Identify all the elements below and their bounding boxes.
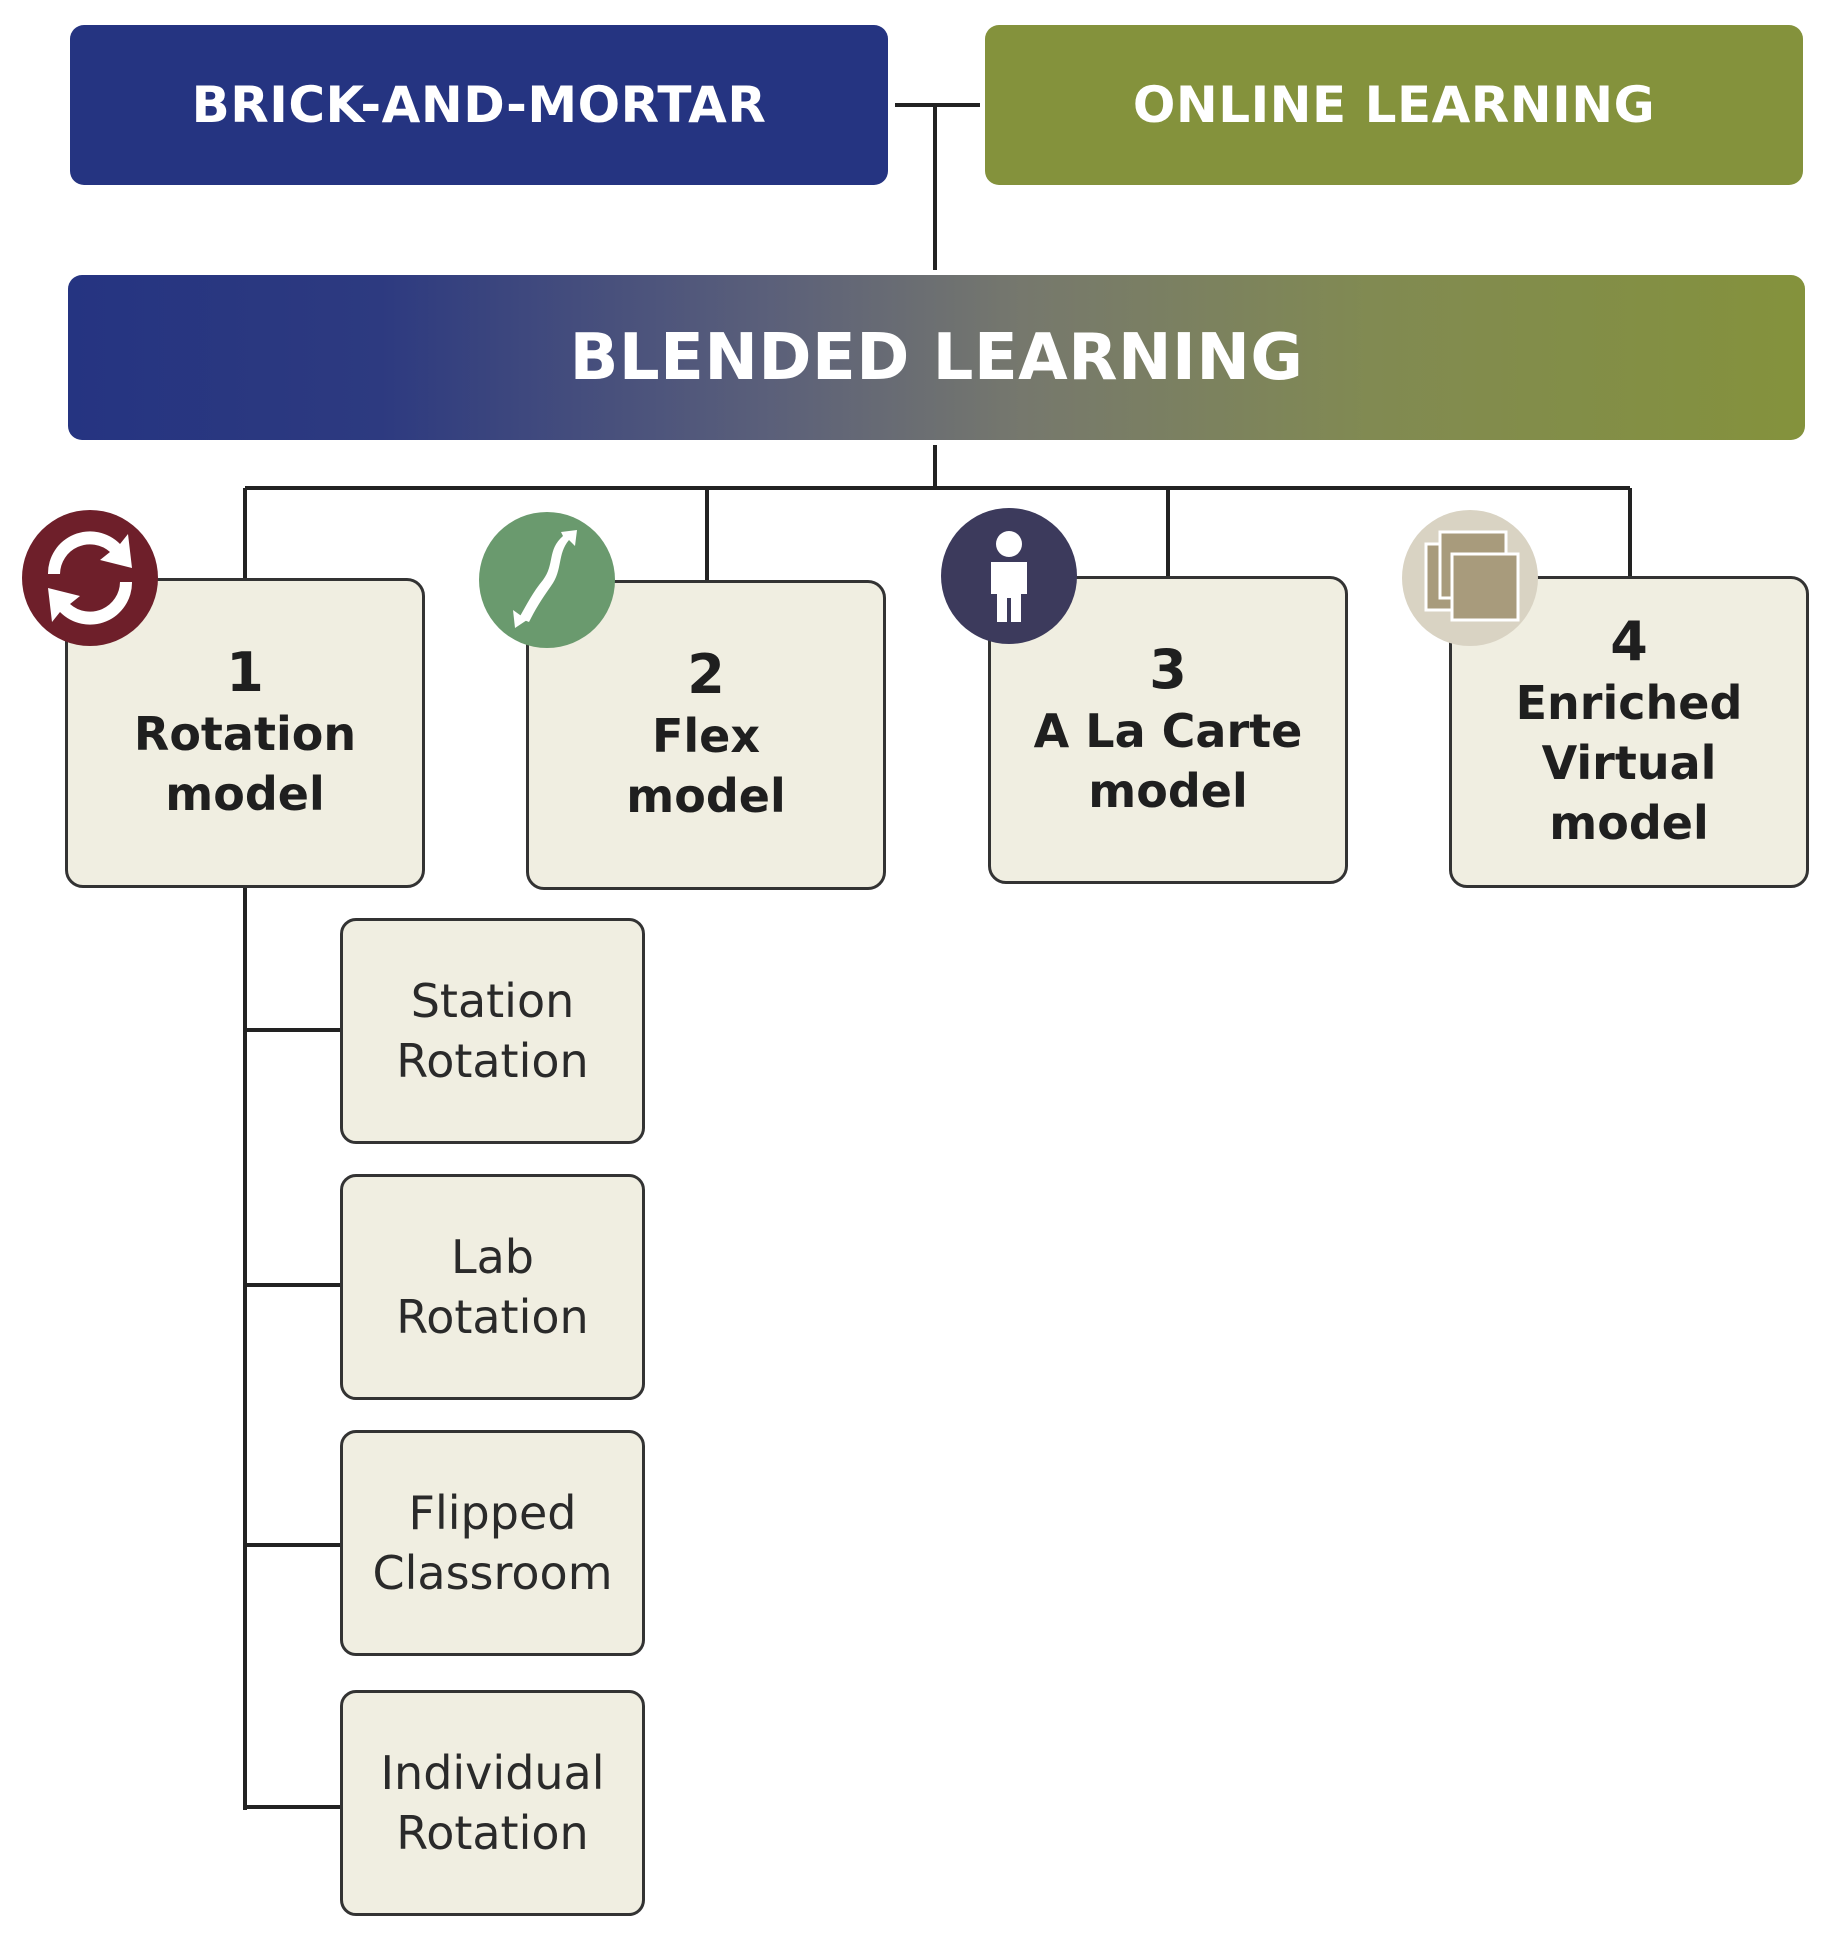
blended-learning-header: BLENDED LEARNING [68,275,1805,440]
stacked-squares-icon [1402,510,1538,646]
submodel-station-rotation: Station Rotation [340,918,645,1144]
online-learning-header: ONLINE LEARNING [985,25,1803,185]
model-label-line: model [626,769,786,823]
submodel-label-line: Station [410,974,575,1028]
model-label-line: model [1549,796,1709,850]
model-number: 4 [1610,610,1648,673]
flex-arrow-icon [479,512,615,648]
model-label-line: Virtual [1541,736,1717,790]
model-label-line: model [165,767,325,821]
submodel-lab-rotation: Lab Rotation [340,1174,645,1400]
submodel-label-line: Rotation [396,1034,589,1088]
submodel-label-line: Lab [450,1230,534,1284]
brick-and-mortar-header: BRICK-AND-MORTAR [70,25,888,185]
submodel-label-line: Rotation [396,1290,589,1344]
model-box-enriched-virtual: 4 Enriched Virtual model [1449,576,1809,888]
model-number: 3 [1149,638,1187,701]
model-number: 1 [226,641,264,704]
submodel-label-line: Rotation [396,1806,589,1860]
model-label-line: A La Carte [1033,704,1303,758]
submodel-flipped-classroom: Flipped Classroom [340,1430,645,1656]
submodel-label-line: Classroom [372,1546,613,1600]
model-label-line: Enriched [1515,676,1743,730]
submodel-label-line: Flipped [408,1486,577,1540]
submodel-label-line: Individual [380,1746,605,1800]
person-icon [941,508,1077,644]
submodel-individual-rotation: Individual Rotation [340,1690,645,1916]
model-label-line: model [1088,764,1248,818]
model-label-line: Flex [651,709,761,763]
model-number: 2 [687,643,725,706]
model-label-line: Rotation [133,707,357,761]
rotation-arrows-icon [22,510,158,646]
